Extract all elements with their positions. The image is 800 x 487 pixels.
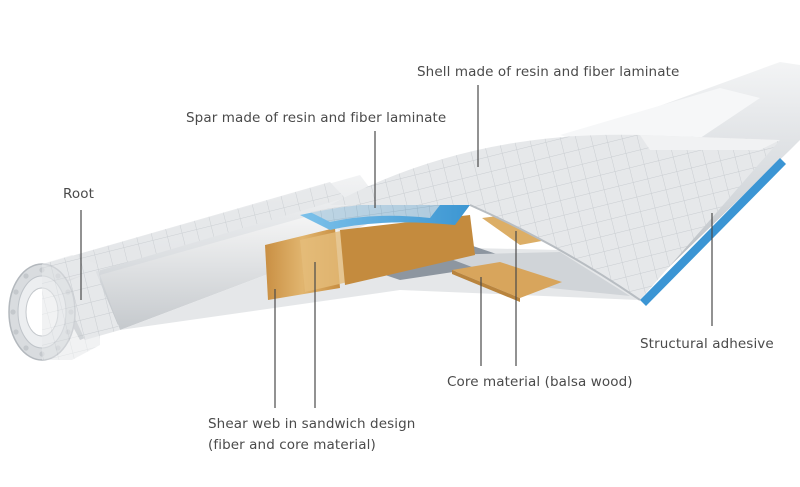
shell-label: Shell made of resin and fiber laminate xyxy=(417,64,680,80)
shear-web-label: Shear web in sandwich design (fiber and … xyxy=(208,414,415,456)
core-material-label: Core material (balsa wood) xyxy=(447,374,633,390)
leader-lines xyxy=(80,85,713,408)
structural-adhesive-label: Structural adhesive xyxy=(640,336,774,352)
shear-web-label-line2: (fiber and core material) xyxy=(208,437,376,453)
upper-shell xyxy=(330,134,780,301)
shear-web xyxy=(265,215,475,300)
structural-adhesive-edge xyxy=(640,158,786,306)
spar-label: Spar made of resin and fiber laminate xyxy=(186,110,447,126)
root-label: Root xyxy=(63,186,94,202)
spar-cap xyxy=(300,201,470,230)
shear-web-label-line1: Shear web in sandwich design xyxy=(208,416,416,432)
root-end xyxy=(8,255,100,361)
